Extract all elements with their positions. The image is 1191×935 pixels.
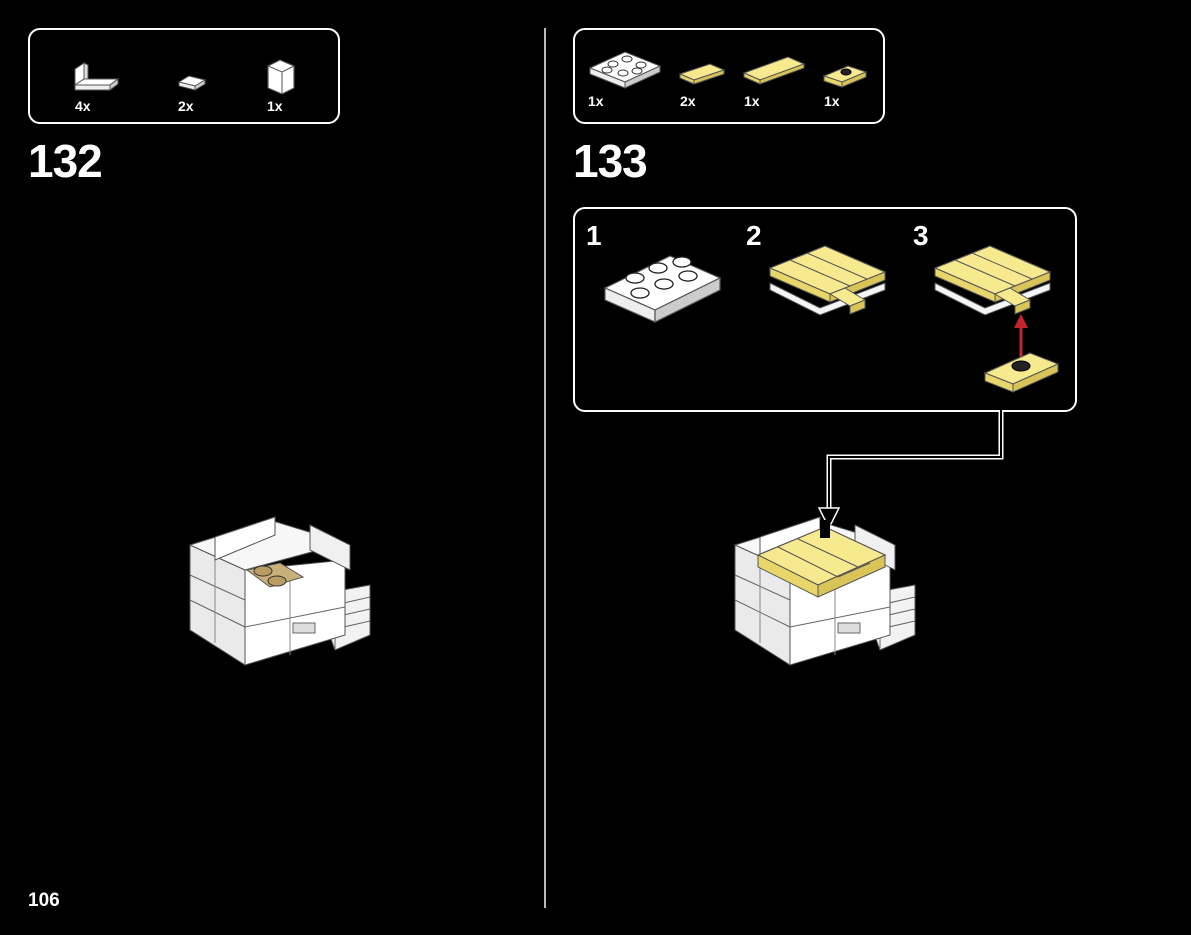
substep-number: 3 bbox=[913, 220, 929, 251]
white-plate-2x3-icon bbox=[588, 51, 662, 89]
white-corner-panel-icon bbox=[267, 59, 295, 95]
yellow-tile-1x4-icon bbox=[742, 56, 806, 85]
substep-2-yellow-tiles bbox=[768, 245, 887, 316]
part-qty: 2x bbox=[178, 98, 194, 114]
substep-1-white-plate bbox=[603, 255, 722, 323]
part-qty: 2x bbox=[680, 93, 696, 109]
yellow-jumper-plate-icon bbox=[822, 65, 868, 88]
part-qty: 1x bbox=[588, 93, 604, 109]
substep-number: 2 bbox=[746, 220, 762, 251]
page-number: 106 bbox=[28, 890, 60, 911]
model-assembly-133 bbox=[733, 516, 916, 666]
subassembly-callout bbox=[573, 207, 1077, 412]
part-qty: 4x bbox=[75, 98, 91, 114]
page-divider bbox=[544, 28, 546, 908]
white-tile-icon bbox=[177, 75, 207, 91]
step-number: 132 bbox=[28, 135, 103, 187]
part-qty: 1x bbox=[824, 93, 840, 109]
step-number: 133 bbox=[573, 135, 648, 187]
parts-list-133 bbox=[573, 28, 885, 124]
callout-connector-arrow bbox=[817, 410, 1004, 530]
part-qty: 1x bbox=[744, 93, 760, 109]
model-assembly-132 bbox=[188, 516, 371, 666]
part-qty: 1x bbox=[267, 98, 283, 114]
yellow-tile-1x3-icon bbox=[678, 63, 726, 85]
substep-3-assembly bbox=[933, 245, 1060, 393]
white-bracket-plate-icon bbox=[73, 62, 120, 91]
parts-list-132 bbox=[28, 28, 340, 124]
substep-number: 1 bbox=[586, 220, 602, 251]
